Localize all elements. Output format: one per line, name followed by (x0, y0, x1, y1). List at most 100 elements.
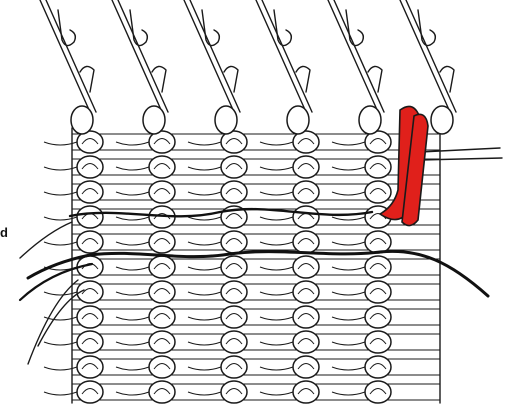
stitch-outline (221, 281, 247, 303)
stitch-outline (221, 231, 247, 253)
needle (112, 0, 168, 112)
needle-shaft (118, 0, 168, 112)
stitch-outline (365, 306, 391, 328)
stitch-outline (77, 331, 103, 353)
stitch-leg (332, 367, 365, 370)
stitch-leg (116, 217, 149, 220)
stitch-outline (77, 156, 103, 178)
stitch-outline (149, 306, 175, 328)
stitch-leg (332, 167, 365, 170)
needle-shaft (184, 0, 234, 112)
stitch-outline (293, 181, 319, 203)
stitch-leg (188, 367, 221, 370)
edge-label: d (0, 226, 8, 239)
needle-hook (130, 10, 147, 46)
needle-hook (274, 10, 291, 46)
stitch-outline (293, 256, 319, 278)
needle-shaft (256, 0, 306, 112)
needle-shaft (406, 0, 456, 112)
needle-shaft (190, 0, 240, 112)
stitch-outline (149, 156, 175, 178)
stitch-leg (260, 367, 293, 370)
needle-shaft (334, 0, 384, 112)
stitch-leg (116, 242, 149, 245)
stitch-outline (365, 281, 391, 303)
stitch-outline (365, 231, 391, 253)
top-loop (71, 106, 93, 134)
top-loop (215, 106, 237, 134)
stitch-leg (332, 267, 365, 270)
needle-hook (58, 10, 75, 46)
stitch-leg (332, 217, 365, 220)
stitch-leg (332, 342, 365, 345)
stitch-leg (116, 192, 149, 195)
stitch-outline (365, 181, 391, 203)
needle-hook (418, 10, 435, 46)
stitch-leg (188, 317, 221, 320)
stitch-outline (77, 306, 103, 328)
stitch-outline (365, 356, 391, 378)
stitch-leg (188, 192, 221, 195)
stitch-outline (149, 381, 175, 403)
stitch-outline (365, 381, 391, 403)
stitch-leg (188, 167, 221, 170)
stitch-outline (149, 256, 175, 278)
stitch-outline (293, 381, 319, 403)
stitch-outline (293, 156, 319, 178)
stitch-leg (116, 392, 149, 395)
stitch-outline (221, 331, 247, 353)
stitch-leg (116, 142, 149, 145)
top-loop (287, 106, 309, 134)
needle (256, 0, 312, 112)
stitch-outline (77, 381, 103, 403)
needle-shaft (46, 0, 96, 112)
stitch-outline (149, 231, 175, 253)
stitch-leg (116, 292, 149, 295)
stitch-leg (188, 292, 221, 295)
stitch-leg (116, 367, 149, 370)
needle-shaft (112, 0, 162, 112)
stitch-leg (188, 267, 221, 270)
stitch-outline (365, 256, 391, 278)
stitch-leg (332, 242, 365, 245)
edge-strand (28, 280, 78, 364)
needle-shaft (400, 0, 450, 112)
needle (184, 0, 240, 112)
stitch-outline (365, 156, 391, 178)
stitch-leg (332, 317, 365, 320)
needle (328, 0, 384, 112)
stitch-outline (221, 256, 247, 278)
stitch-leg (116, 267, 149, 270)
needle-shaft (262, 0, 312, 112)
needle (400, 0, 456, 112)
top-loop (143, 106, 165, 134)
needle-hook (202, 10, 219, 46)
stitch-outline (149, 281, 175, 303)
stitch-leg (260, 242, 293, 245)
stitch-outline (293, 331, 319, 353)
stitch-leg (260, 317, 293, 320)
stitch-leg (332, 292, 365, 295)
stitch-leg (260, 292, 293, 295)
stitch-leg (260, 167, 293, 170)
edge-strand (20, 222, 72, 258)
top-loop (359, 106, 381, 134)
stitch-leg (332, 192, 365, 195)
stitch-outline (221, 156, 247, 178)
needle-shaft (40, 0, 90, 112)
stitch-leg (260, 217, 293, 220)
stitch-outline (149, 181, 175, 203)
stitch-outline (221, 181, 247, 203)
stitch-outline (293, 231, 319, 253)
needle-hook (346, 10, 363, 46)
stitch-outline (77, 206, 103, 228)
stitch-outline (293, 206, 319, 228)
stitch-leg (116, 342, 149, 345)
needle-group (40, 0, 502, 160)
stitch-leg (116, 317, 149, 320)
stitch-leg (188, 217, 221, 220)
stitch-outline (77, 181, 103, 203)
stitch-outline (293, 306, 319, 328)
